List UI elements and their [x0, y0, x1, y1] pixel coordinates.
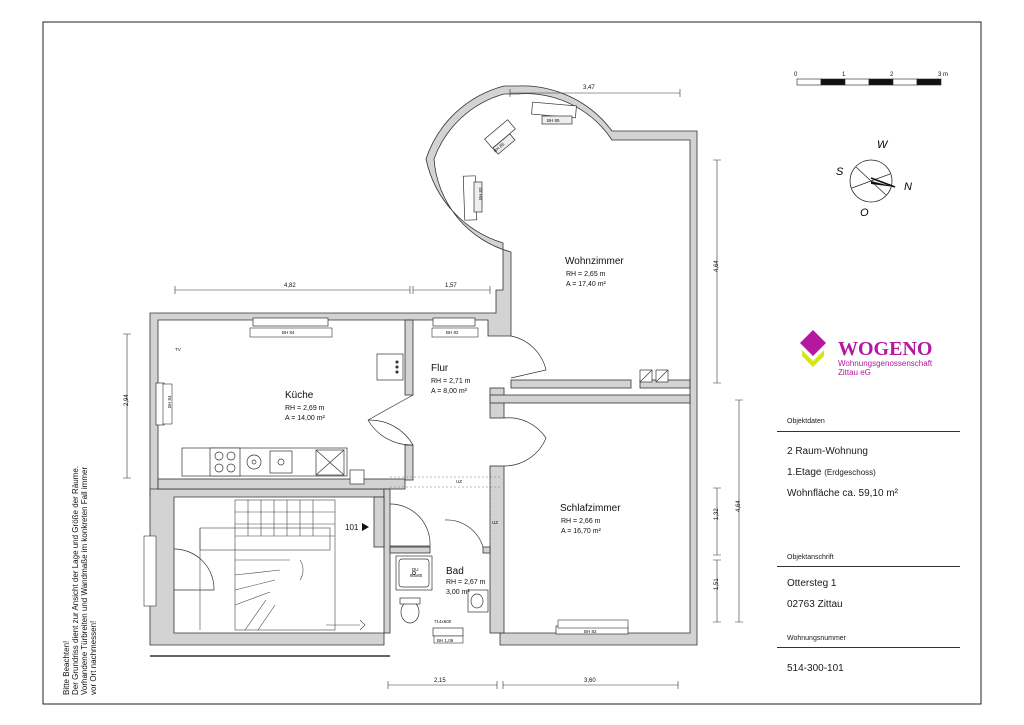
dim-top-flur: 1,57	[445, 283, 457, 289]
bath-fixtures	[395, 555, 489, 624]
stair-window	[143, 535, 157, 607]
radiators	[162, 327, 629, 644]
sheet-frame	[42, 21, 982, 705]
dim-bottom-schlaf: 3,60	[584, 678, 596, 684]
uz-label-2: UZ	[492, 520, 498, 525]
unit-label: Wohnungsnummer	[787, 635, 847, 642]
logo-line-1: Wohnungsgenossenschaft	[838, 359, 933, 368]
logo-line-2: Zittau eG	[838, 368, 871, 377]
room-kueche-name: Küche	[285, 390, 314, 401]
window-size-label: 714x600	[434, 619, 452, 624]
windows	[155, 317, 629, 637]
city-value: 02763 Zittau	[787, 599, 843, 610]
scale-tick-1: 1	[842, 72, 846, 78]
room-flur-name: Flur	[431, 363, 449, 374]
logo-text: WOGENO Wohnungsgenossenschaft Zittau eG	[838, 339, 932, 377]
room-schlafzimmer-name: Schlafzimmer	[560, 503, 621, 514]
floor-value: 1.Etage	[787, 467, 822, 478]
room-bad-name: Bad	[446, 566, 464, 577]
erker-windows	[462, 101, 577, 221]
compass-icon	[849, 159, 896, 203]
street-value: Ottersteg 1	[787, 578, 837, 589]
disclaimer-note: Bitte Beachten! Der Grundriss dient zur …	[62, 466, 98, 695]
room-bad-rh: RH = 2,67 m	[446, 579, 486, 586]
dim-top-erker: 3,47	[583, 85, 595, 91]
rooms-value: 2 Raum-Wohnung	[787, 446, 868, 457]
scale-tick-3: 3 m	[938, 72, 948, 78]
dim-left-kueche: 2,94	[124, 394, 130, 406]
room-wohnzimmer-area: A = 17,40 m²	[566, 281, 607, 288]
dim-right-schlaf: 4,64	[736, 500, 742, 512]
unit-marker: 101	[345, 523, 359, 532]
rule-1	[777, 431, 960, 432]
address-label: Objektanschrift	[787, 554, 834, 561]
compass-o: O	[860, 207, 869, 219]
note-line-4: vor Ort nachmessen!	[89, 621, 98, 695]
radiator-label-kueche-left: BH 84	[167, 395, 172, 408]
walls	[149, 85, 698, 646]
radiator-label-schlaf: BH 82	[584, 629, 597, 634]
room-kueche-area: A = 14,00 m²	[285, 415, 326, 422]
room-bad-area: 3,00 m²	[446, 589, 470, 596]
logo-brand: WOGENO	[838, 338, 933, 360]
objektdaten-label: Objektdaten	[787, 418, 825, 425]
room-schlafzimmer-rh: RH = 2,66 m	[561, 518, 601, 525]
uz-label-1: UZ	[456, 479, 462, 484]
floor-note: (Erdgeschoss)	[824, 468, 876, 477]
dim-right-wohn: 4,64	[714, 260, 720, 272]
radiator-label-erker-1: BH 83	[478, 187, 483, 200]
area-value: Wohnfläche ca. 59,10 m²	[787, 488, 898, 499]
note-line-1: Bitte Beachten!	[62, 641, 71, 695]
dim-bottom-bad: 2,15	[434, 678, 446, 684]
shower-label: DU	[412, 567, 419, 572]
dim-right-schlaf-b: 1,51	[714, 578, 720, 590]
floor-row: 1.Etage (Erdgeschoss)	[787, 467, 876, 478]
room-wohnzimmer-name: Wohnzimmer	[565, 256, 624, 267]
uz-lines	[390, 476, 500, 545]
dim-top-kueche: 4,82	[284, 283, 296, 289]
room-schlafzimmer-area: A = 16,70 m²	[561, 528, 602, 535]
doors	[173, 335, 547, 591]
note-line-2: Der Grundriss dient zur Ansicht der Lage…	[71, 466, 80, 695]
dim-right-schlaf-a: 1,32	[714, 508, 720, 520]
scale-bar	[796, 78, 942, 86]
radiator-label-erker-3: BH 85	[547, 118, 560, 123]
rule-3	[777, 647, 960, 648]
room-flur-area: A = 8,00 m²	[431, 388, 468, 395]
radiator-label-kueche-top: BH 84	[282, 330, 295, 335]
scale-tick-2: 2	[890, 72, 894, 78]
room-kueche-rh: RH = 2,69 m	[285, 405, 325, 412]
kitchen-counter	[181, 353, 404, 485]
dimension-lines	[123, 89, 743, 689]
wogeno-logo-icon	[800, 330, 826, 367]
radiator-label-flur-top: BH 82	[446, 330, 459, 335]
shower-size: 80x80	[410, 573, 423, 578]
rule-2	[777, 566, 960, 567]
compass-w: W	[877, 139, 889, 151]
room-wohnzimmer-rh: RH = 2,65 m	[566, 271, 606, 278]
compass-n: N	[904, 181, 912, 193]
unit-number: 514-300-101	[787, 663, 844, 674]
note-line-3: Vorhandene Türbreiten und Wandmaße im ko…	[80, 467, 89, 695]
scale-tick-0: 0	[794, 72, 798, 78]
staircase	[199, 499, 366, 631]
compass-s: S	[836, 166, 844, 178]
shafts	[639, 369, 669, 383]
radiator-label-bad: BH 1,06	[437, 638, 454, 643]
room-flur-rh: RH = 2,71 m	[431, 378, 471, 385]
unit-marker-arrow	[362, 523, 369, 531]
tv-label: TV	[175, 347, 181, 352]
